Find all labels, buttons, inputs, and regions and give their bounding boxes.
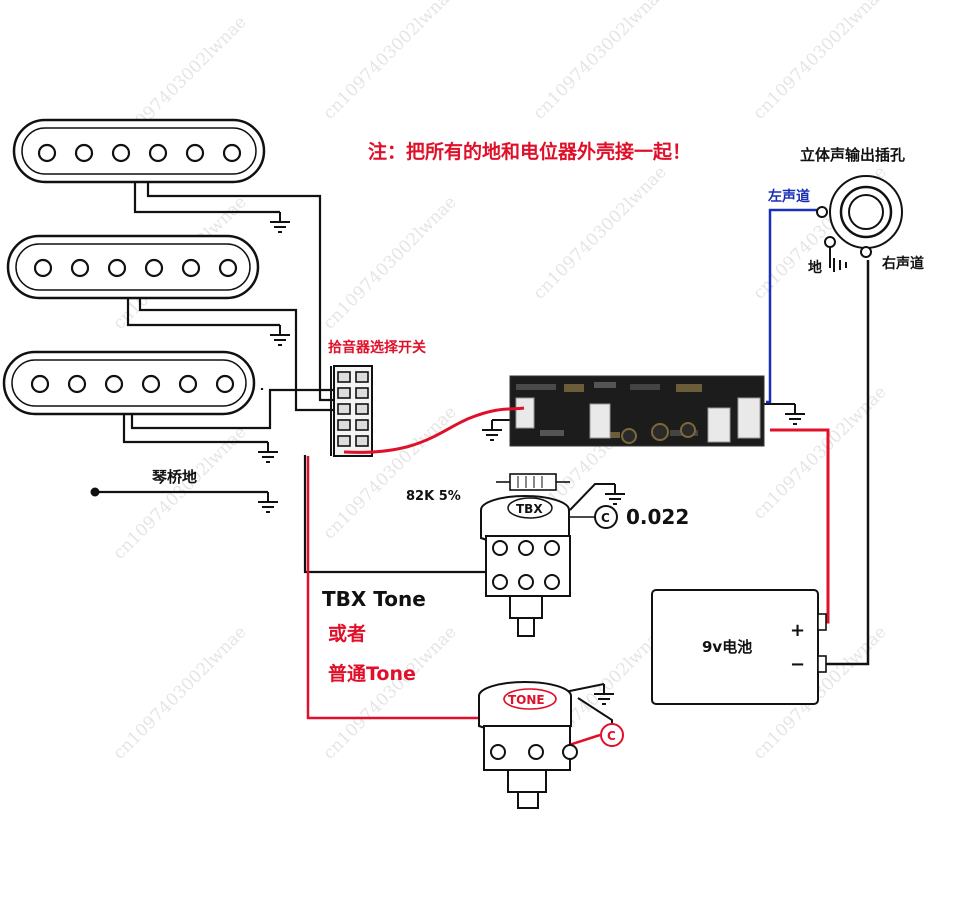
tone-cap-label: C — [607, 729, 616, 743]
pole-pieces — [33, 258, 238, 278]
watermark-text: cn1097403002lwnae — [529, 162, 670, 303]
selector-switch-label: 拾音器选择开关 — [328, 339, 426, 356]
pole-pieces — [30, 374, 235, 394]
tbx-pot-label: TBX — [516, 502, 543, 516]
ground-icon — [258, 492, 278, 513]
ground-icon — [270, 212, 290, 233]
middle-pickup — [6, 234, 260, 300]
bridge-pickup — [2, 350, 256, 416]
watermark-text: cn1097403002lwnae — [319, 0, 460, 124]
tone-potentiometer — [478, 681, 624, 809]
jack-ground-label: 地 — [808, 259, 822, 276]
ground-icon — [482, 420, 502, 441]
stereo-jack-title: 立体声输出插孔 — [800, 146, 905, 164]
pickup-wires — [95, 182, 502, 580]
stereo-output-jack — [816, 175, 903, 258]
ground-symbols — [258, 212, 805, 705]
ground-icon — [785, 404, 805, 425]
battery-minus-label: − — [790, 654, 805, 675]
ground-icon — [258, 442, 278, 463]
right-channel-label: 右声道 — [881, 255, 924, 272]
battery-negative-wire — [822, 260, 870, 666]
watermark-text: cn1097403002lwnae — [109, 622, 250, 763]
ground-icon — [605, 484, 625, 505]
cap-value-label: 0.022 — [626, 505, 689, 529]
preamp-board — [509, 375, 765, 447]
bridge-ground-terminal — [90, 487, 100, 497]
resistor-label: 82K 5% — [406, 489, 461, 504]
watermark-text: cn1097403002lwnae — [749, 0, 890, 124]
ground-icon — [594, 684, 614, 705]
left-channel-label: 左声道 — [767, 188, 810, 205]
bridge-ground-label: 琴桥地 — [151, 468, 197, 486]
left-channel-wire — [766, 208, 820, 404]
switch-to-preamp-wire — [343, 406, 525, 454]
tone-pot-label: TONE — [508, 693, 545, 707]
tbx-cap-label: C — [601, 511, 610, 525]
battery-label: 9v电池 — [702, 638, 752, 656]
tone-capacitor-icon — [600, 723, 624, 747]
tbx-potentiometer — [480, 473, 618, 637]
or-label: 或者 — [328, 622, 366, 645]
resistor-icon — [509, 473, 557, 491]
battery-positive-terminal — [817, 613, 827, 631]
pickup-selector-switch — [330, 365, 373, 457]
ground-icon — [270, 325, 290, 346]
watermark-text: cn1097403002lwnae — [529, 0, 670, 124]
grounding-note: 注：把所有的地和电位器外壳接一起！ — [368, 140, 691, 163]
pole-pieces — [37, 143, 242, 163]
normal-tone-label: 普通Tone — [328, 662, 416, 685]
battery-negative-terminal — [817, 655, 827, 673]
jack-ground-icon — [829, 247, 847, 272]
tbx-tone-label: TBX Tone — [322, 587, 426, 611]
battery-9v — [651, 589, 827, 705]
battery-plus-label: + — [790, 620, 805, 641]
neck-pickup — [12, 118, 266, 184]
watermark-text: cn1097403002lwnae — [319, 192, 460, 333]
